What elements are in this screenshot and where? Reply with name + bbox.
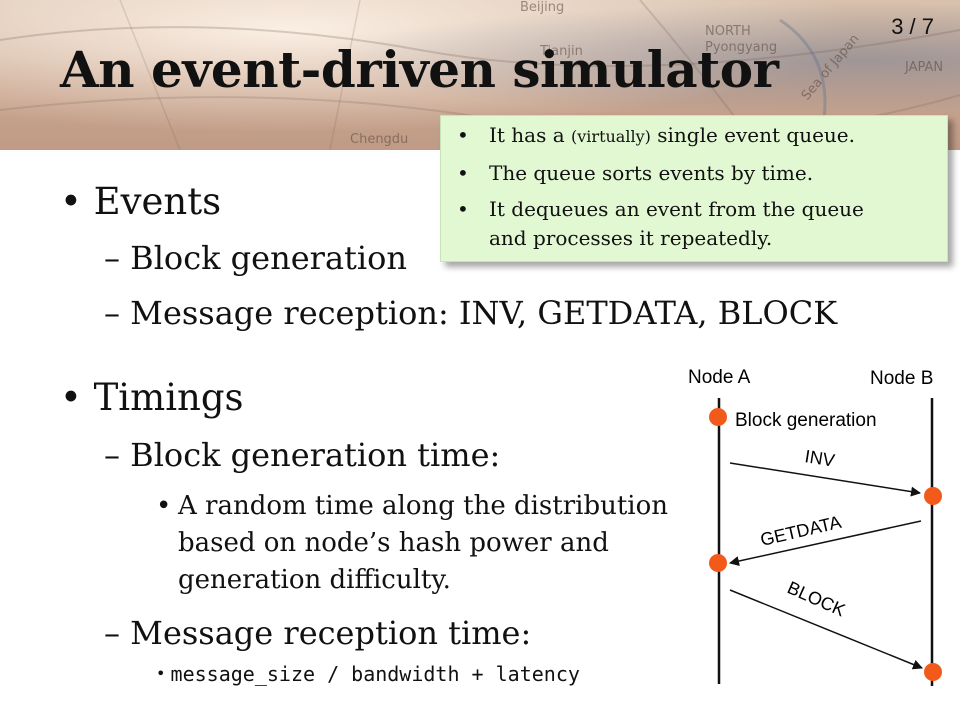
callout-small-text: (virtually) <box>571 127 651 146</box>
reception-time-item: – Message reception time: <box>104 614 532 652</box>
formula-text: message_size / bandwidth + latency <box>170 662 580 686</box>
event-dot <box>924 663 942 681</box>
description-line: generation difficulty. <box>178 565 451 595</box>
timings-bullet: • Timings <box>60 376 244 419</box>
block-time-label: Block generation time: <box>130 436 501 474</box>
callout-text: single event queue. <box>657 123 855 147</box>
timings-heading: Timings <box>93 376 244 419</box>
block-arrow <box>729 589 923 670</box>
bullet-dot: • <box>156 491 172 521</box>
description-line: A random time along the distribution <box>178 491 669 521</box>
map-label: NORTH <box>705 24 751 39</box>
callout-text: It has a <box>489 123 565 147</box>
map-label: JAPAN <box>905 60 944 75</box>
reception-time-formula: • message_size / bandwidth + latency <box>156 662 580 686</box>
events-subitem: – Message reception: INV, GETDATA, BLOCK <box>104 294 838 332</box>
bullet-dot: • <box>156 664 166 683</box>
event-dot <box>709 408 727 426</box>
callout-text: and processes it repeatedly. <box>489 226 773 250</box>
inv-label: INV <box>803 446 836 470</box>
map-label: Pyongyang <box>705 40 778 55</box>
description-line: based on node’s hash power and <box>178 528 609 558</box>
block-time-description: • A random time along the distribution b… <box>156 488 668 599</box>
event-dot <box>924 487 942 505</box>
block-label: BLOCK <box>784 577 848 620</box>
node-b-label: Node B <box>870 368 933 389</box>
block-time-item: – Block generation time: <box>104 436 501 474</box>
getdata-label: GETDATA <box>758 512 843 550</box>
events-subitem-text: Block generation <box>130 239 407 277</box>
page-number: 3 / 7 <box>891 14 934 39</box>
events-subitem: – Block generation <box>104 239 407 277</box>
getdata-arrow <box>729 520 922 566</box>
block-generation-label: Block generation <box>735 410 877 431</box>
callout-item: The queue sorts events by time. <box>455 158 933 189</box>
callout-text: The queue sorts events by time. <box>489 161 814 185</box>
callout-item: It dequeues an event from the queue and p… <box>455 195 933 253</box>
callout-item: It has a (virtually) single event queue. <box>455 120 933 152</box>
callout-text: It dequeues an event from the queue <box>489 197 864 221</box>
event-dot <box>709 554 727 572</box>
map-label: Tianjin <box>540 44 583 59</box>
map-label: Chengdu <box>350 132 409 147</box>
callout-list: It has a (virtually) single event queue.… <box>455 120 933 253</box>
events-heading: Events <box>93 180 222 223</box>
message-sequence-diagram: Node A Node B Block generation INV GETDA… <box>688 367 942 686</box>
map-label: Beijing <box>520 0 565 15</box>
events-subitem-text: Message reception: INV, GETDATA, BLOCK <box>130 294 838 332</box>
slide-title: An event-driven simulator <box>60 40 779 99</box>
event-queue-callout: It has a (virtually) single event queue.… <box>440 115 948 262</box>
reception-time-label: Message reception time: <box>130 614 532 652</box>
events-bullet: • Events <box>60 180 222 223</box>
inv-arrow <box>729 462 921 497</box>
node-a-label: Node A <box>688 367 751 388</box>
